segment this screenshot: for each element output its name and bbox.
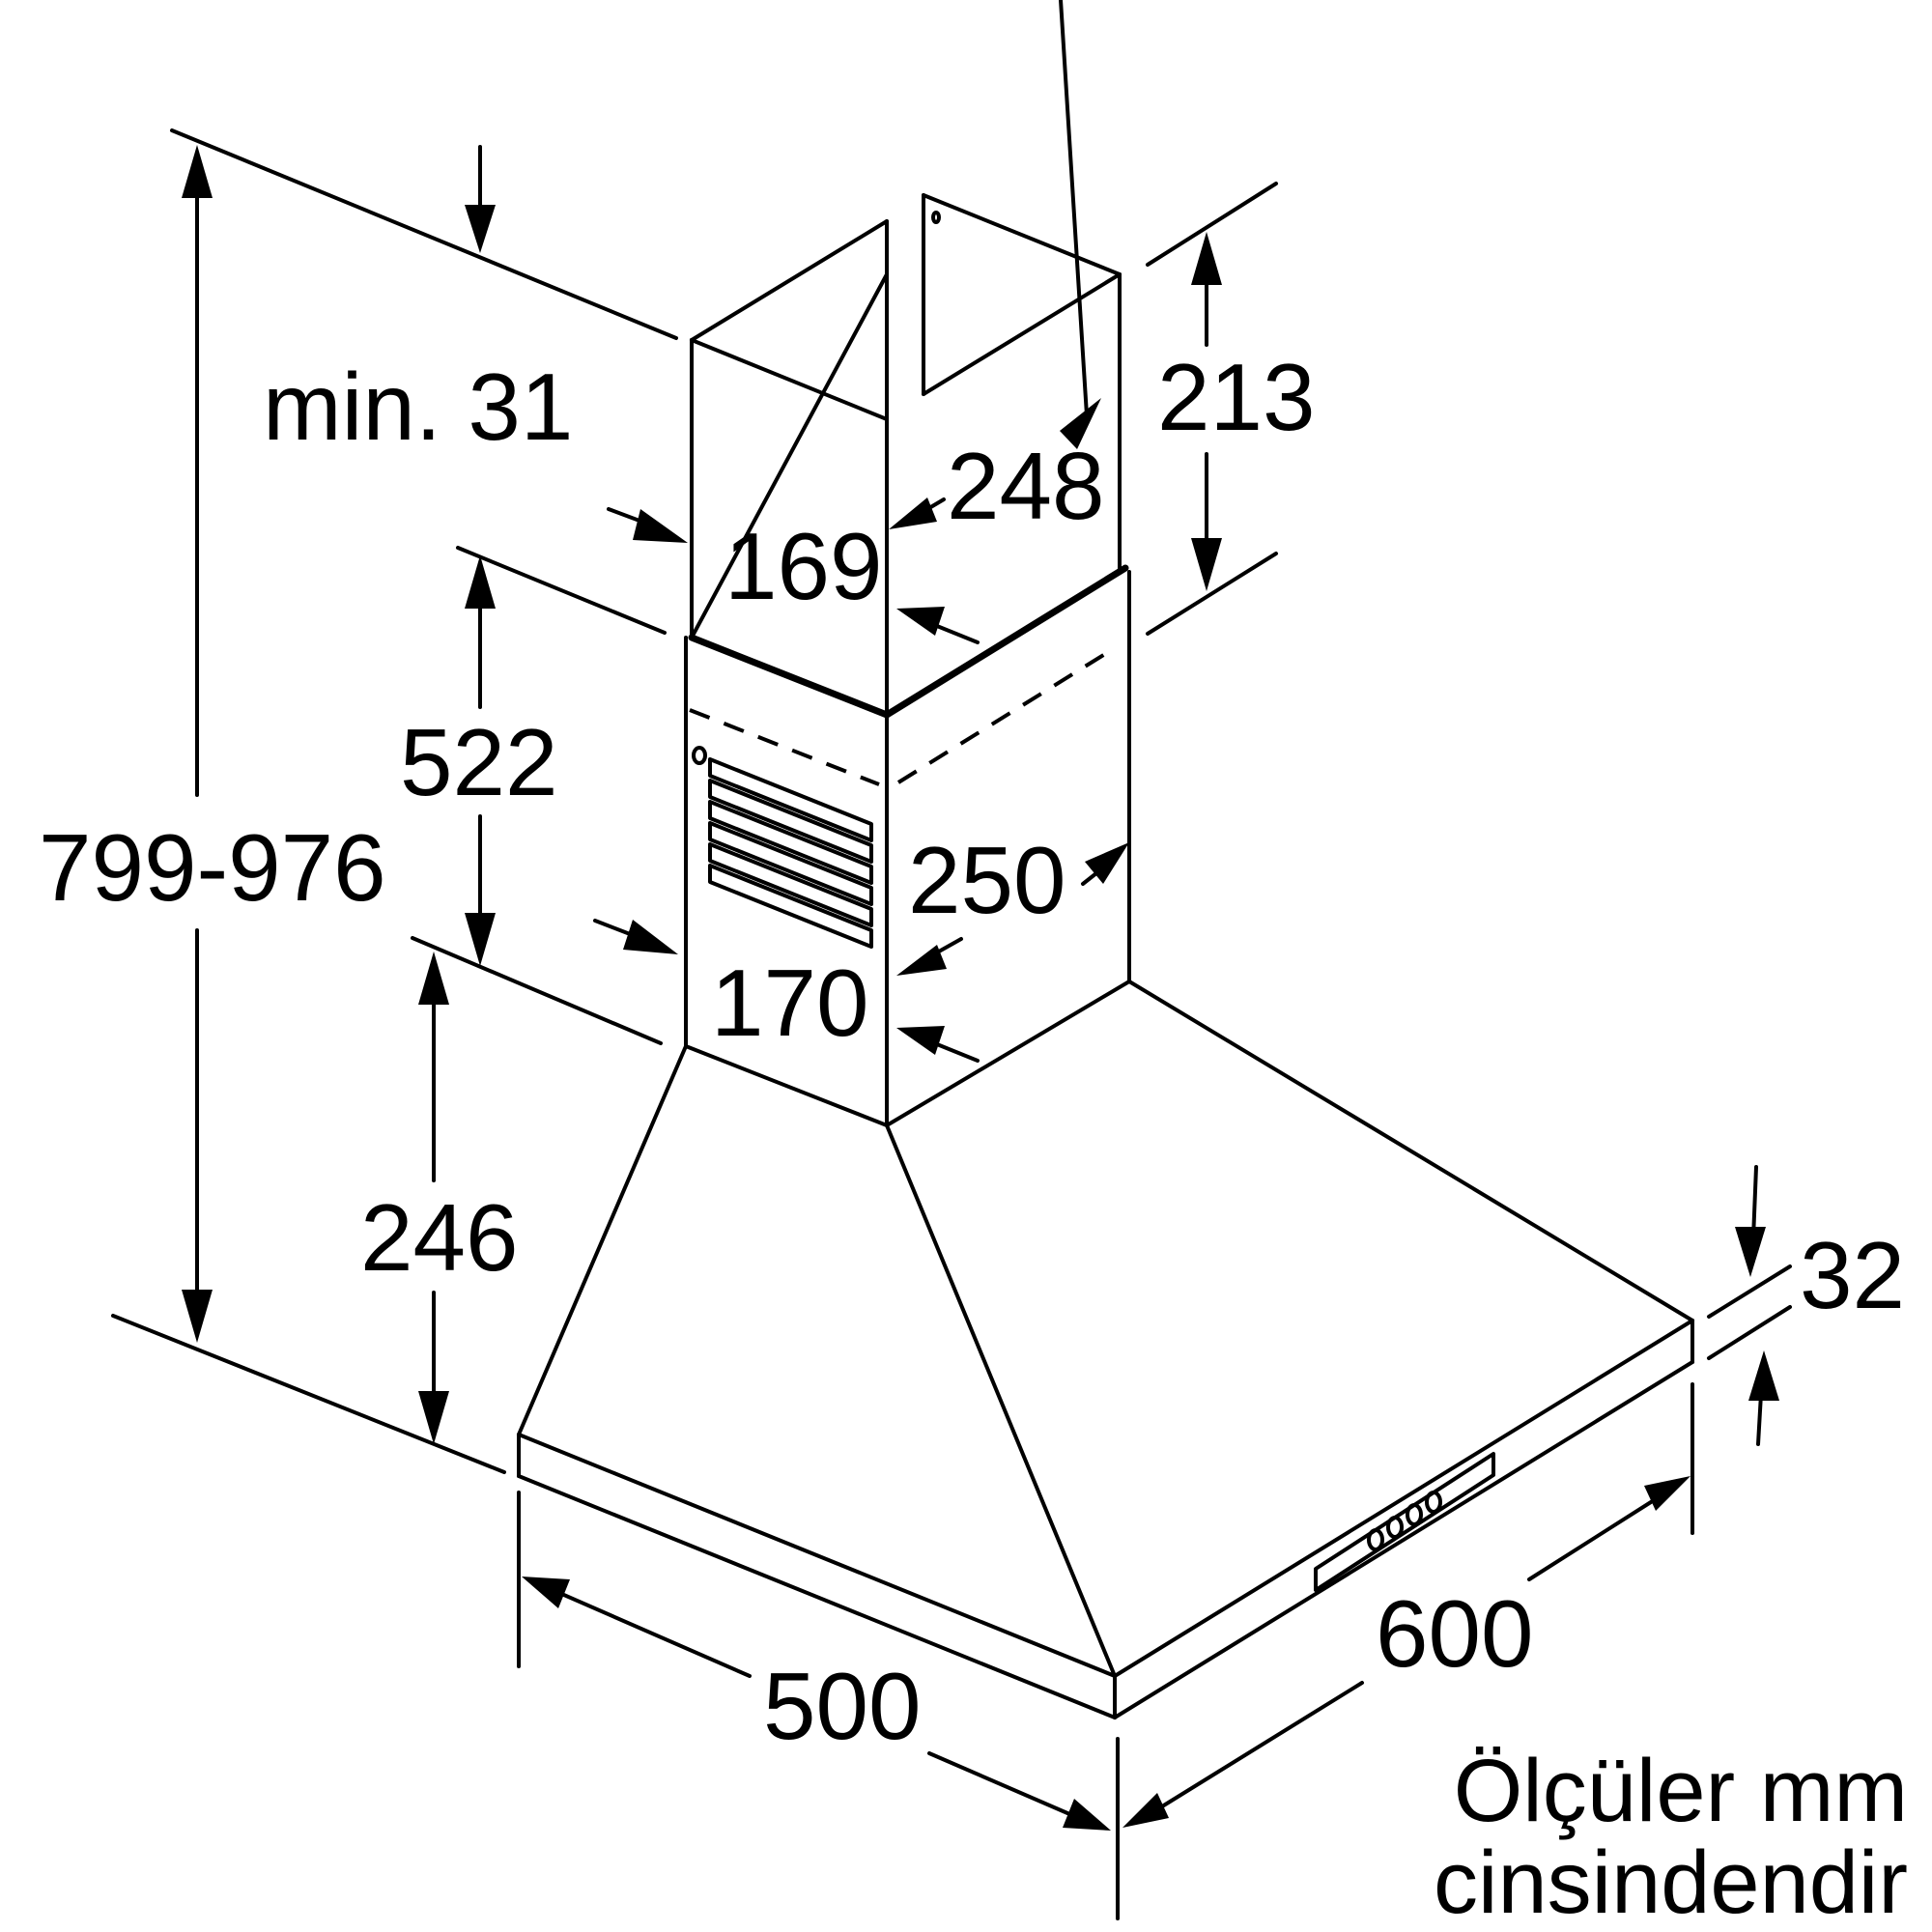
extension-lines	[111, 128, 1792, 1920]
label-upper-chimney-width: 169	[724, 513, 883, 619]
control-knob	[1386, 1516, 1404, 1539]
control-knob	[1406, 1503, 1423, 1526]
units-note: Ölçüler mm cinsindendir	[1434, 1742, 1908, 1932]
label-upper-chimney-depth: 248	[947, 433, 1105, 539]
label-lower-chimney-depth: 250	[908, 827, 1066, 933]
label-min-gap: min. 31	[263, 354, 573, 460]
lower-chimney	[684, 564, 1131, 1127]
label-lower-chimney-height: 522	[400, 709, 558, 815]
label-lower-chimney-width: 170	[711, 950, 869, 1056]
label-canopy-height: 246	[360, 1184, 519, 1291]
control-knob	[1367, 1528, 1384, 1551]
dimension-lines	[182, 0, 1779, 1831]
vent-slots	[708, 757, 873, 949]
control-panel	[1314, 1452, 1495, 1592]
units-note-line2: cinsindendir	[1434, 1833, 1908, 1932]
control-knob	[1425, 1491, 1442, 1514]
units-note-line1: Ölçüler mm	[1454, 1742, 1908, 1840]
dimension-labels: min. 31 799-976 213 248 169 522 250 170 …	[39, 344, 1905, 1759]
label-upper-chimney-height: 213	[1157, 344, 1316, 450]
label-total-height: 799-976	[39, 814, 386, 921]
label-hood-depth: 500	[763, 1653, 922, 1759]
canopy	[517, 980, 1694, 1719]
label-edge-thickness: 32	[1800, 1222, 1905, 1328]
label-hood-width: 600	[1376, 1580, 1534, 1687]
upper-chimney	[690, 193, 1122, 717]
